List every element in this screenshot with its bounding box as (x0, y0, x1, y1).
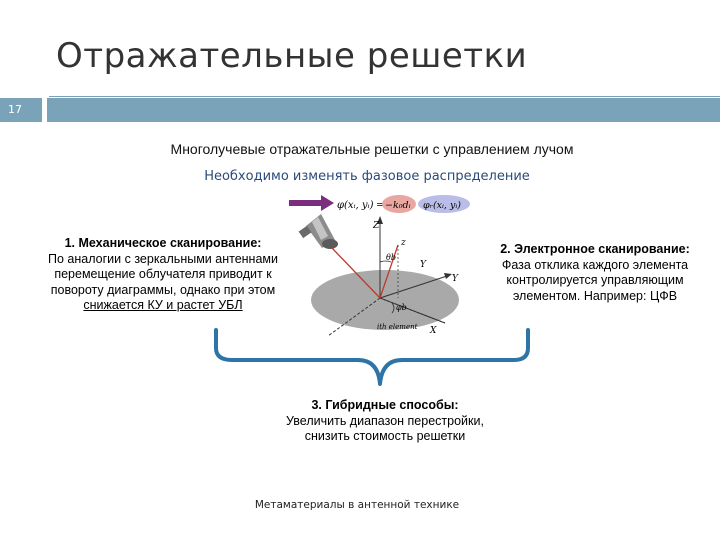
label-element: ith element (377, 323, 418, 331)
pointer-arrow (289, 195, 334, 211)
slide-number-text: 17 (8, 103, 22, 116)
phi-arc (391, 302, 395, 314)
mechanical-underlined: снижается КУ и растет УБЛ (83, 298, 243, 312)
hybrid-line: снизить стоимость решетки (304, 429, 466, 443)
electronic-line: контролируется управляющим (506, 273, 684, 287)
reflected-ray (379, 244, 399, 299)
mechanical-heading: 1. Механическое сканирование: (64, 236, 262, 250)
electronic-heading: 2. Электронное сканирование: (500, 242, 690, 256)
slide-footer-text: Метаматериалы в антенной технике (254, 499, 460, 511)
formula-lhs: φ(xᵢ, yᵢ) (337, 200, 374, 211)
incident-ray (331, 247, 381, 299)
label-theta-b: θb (386, 253, 396, 262)
z-axis-arrowhead (377, 216, 383, 224)
formula-term2-highlight (418, 195, 470, 213)
header-rule (49, 96, 720, 97)
mechanical-scanning-block: 1. Механическое сканирование: По аналоги… (30, 236, 296, 314)
header-band (47, 98, 720, 122)
label-y-axis: Y (452, 274, 459, 284)
coordinate-axes (327, 220, 451, 337)
phase-note-text: Необходимо изменять фазовое распределени… (204, 169, 530, 184)
label-z-axis: Z (372, 221, 380, 231)
label-z-small: z (400, 238, 406, 248)
formula-term2: φᵣ(xᵢ, yᵢ) (423, 200, 461, 211)
mechanical-line: По аналогии с зеркальными антеннами (48, 251, 278, 266)
y-axis-arrowhead (444, 273, 452, 279)
hybrid-heading: 3. Гибридные способы: (311, 398, 459, 412)
feed-horn-icon (298, 214, 338, 249)
slide-number: 17 (0, 98, 42, 122)
phase-note: Необходимо изменять фазовое распределени… (0, 169, 720, 184)
mechanical-line: перемещение облучателя приводит к (54, 267, 272, 281)
label-phi-b: φb (396, 303, 407, 312)
phase-formula: φ(xᵢ, yᵢ) = −k₀dᵢ + φᵣ(xᵢ, yᵢ) (337, 195, 470, 213)
slide-title: Отражательные решетки (56, 36, 528, 76)
electronic-scanning-block: 2. Электронное сканирование: Фаза отклик… (478, 242, 712, 304)
electronic-line: элементом. Например: ЦФВ (512, 288, 678, 303)
slide-subtitle: Многолучевые отражательные решетки с упр… (0, 141, 720, 157)
slide-footer: Метаматериалы в антенной технике (0, 499, 720, 511)
theta-arc (379, 260, 392, 263)
formula-eq: = (376, 200, 384, 211)
slide-subtitle-text: Многолучевые отражательные решетки с упр… (170, 141, 574, 157)
hybrid-line: Увеличить диапазон перестройки, (286, 413, 484, 428)
electronic-line: Фаза отклика каждого элемента (501, 257, 689, 272)
label-x-axis: X (429, 326, 437, 336)
formula-term1-highlight (382, 195, 416, 213)
label-y-small: Y (420, 260, 427, 270)
mechanical-line: повороту диаграммы, однако при этом (50, 282, 276, 297)
formula-term1: −k₀dᵢ (385, 200, 411, 211)
hybrid-methods-block: 3. Гибридные способы: Увеличить диапазон… (250, 398, 520, 445)
grouping-brace (214, 328, 530, 386)
